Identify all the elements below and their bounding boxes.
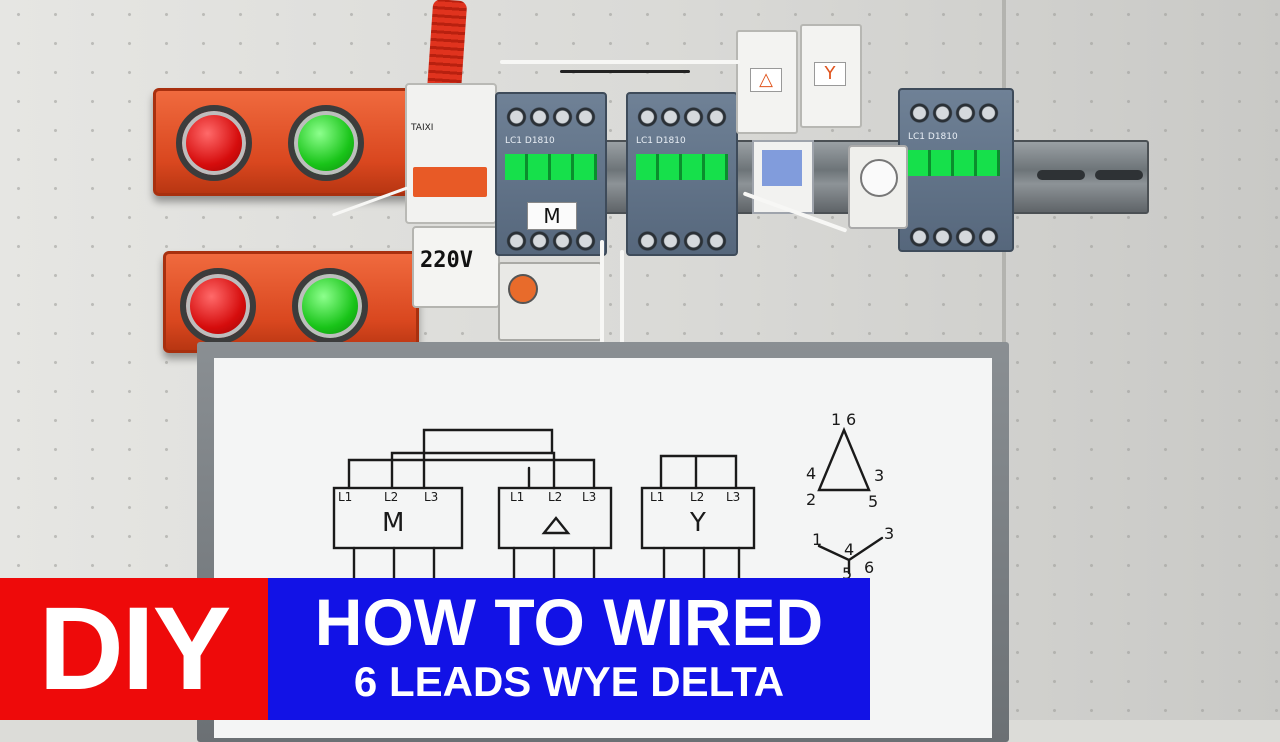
contactor-indicator [505,154,597,180]
delta-number: 1 [831,410,842,429]
aux-contact-wye: Y [800,24,862,128]
title-line-2: 6 LEADS WYE DELTA [353,658,785,705]
delta-triangle [817,426,871,492]
wye-number: 4 [844,540,855,559]
timer-knob-icon[interactable] [860,159,898,197]
delta-terminal-label: L2 [548,490,563,504]
green-lamp-icon[interactable] [288,105,364,181]
pushbutton-box-top [153,88,415,196]
delta-number: 4 [806,464,817,483]
title-line-1: HOW TO WIRED [314,585,824,659]
wire [500,60,740,64]
overload-relay [498,262,602,341]
main-contactor: LC1 D1810 M [495,92,607,256]
overload-dial-icon[interactable] [508,274,538,304]
aux-contact-delta: △ [736,30,798,134]
wye-terminal-label: L3 [726,490,741,504]
contactor-indicator [636,154,728,180]
red-conduit [426,0,468,97]
wye-terminal-label: L2 [690,490,705,504]
wire [620,250,624,350]
pushbutton-box-bottom [163,251,419,353]
delta-terminal-label: L1 [510,490,525,504]
m-terminal-label: L3 [424,490,439,504]
circuit-breaker: TAIXI [405,83,497,224]
wye-star [817,536,884,575]
green-lamp-icon[interactable] [292,268,368,344]
wye-box-label: Y [690,508,706,538]
delta-number: 6 [846,410,857,429]
contactor-model: LC1 D1810 [636,136,686,146]
m-terminal-label: L1 [338,490,353,504]
contactor-indicator [908,150,1000,176]
wye-number: 3 [884,524,895,543]
terminal-screws [636,230,728,252]
contactor-model: LC1 D1810 [505,136,555,146]
rail-slot [1095,170,1143,180]
contactor-model: LC1 D1810 [908,132,958,142]
relay-base [752,140,814,214]
wiring-diagram [332,426,884,590]
terminal-screws [908,226,1000,248]
delta-contactor: LC1 D1810 [626,92,738,256]
title-banner: HOW TO WIRED 6 LEADS WYE DELTA [268,578,870,720]
wye-short-bar [659,454,738,490]
diy-text: DIY [38,583,232,715]
wye-number: 5 [842,564,853,583]
wye-box [640,486,756,550]
timer-relay [848,145,908,229]
delta-number: 2 [806,490,817,509]
terminal-screws [636,106,728,128]
breaker-toggle[interactable] [413,167,487,197]
m-terminal-label: L2 [384,490,399,504]
breaker-brand: TAIXI [411,123,434,133]
delta-aux-tag: △ [750,68,782,92]
wye-number: 6 [864,558,875,577]
terminal-screws [505,230,597,252]
wye-aux-tag: Y [814,62,846,86]
relay-window [762,150,802,186]
diy-banner: DIY [0,578,268,720]
wye-number: 1 [812,530,823,549]
rail-slot [1037,170,1085,180]
wire [600,240,604,350]
bus-line [390,451,556,490]
psu-label: 220V [420,248,473,273]
m-box [332,486,464,550]
wire [560,70,690,73]
red-lamp-icon[interactable] [176,105,252,181]
delta-number: 5 [868,492,879,511]
wye-terminal-label: L1 [650,490,665,504]
delta-symbol [541,516,571,535]
terminal-screws [908,102,1000,124]
terminal-screws [505,106,597,128]
delta-terminal-label: L3 [582,490,597,504]
bus-line [422,428,554,490]
red-lamp-icon[interactable] [180,268,256,344]
bus-line [347,458,596,490]
wye-contactor: LC1 D1810 [898,88,1014,252]
delta-number: 3 [874,466,885,485]
power-supply-block: 220V [412,226,500,308]
m-box-label: M [382,508,405,538]
main-contactor-tag: M [527,202,577,230]
